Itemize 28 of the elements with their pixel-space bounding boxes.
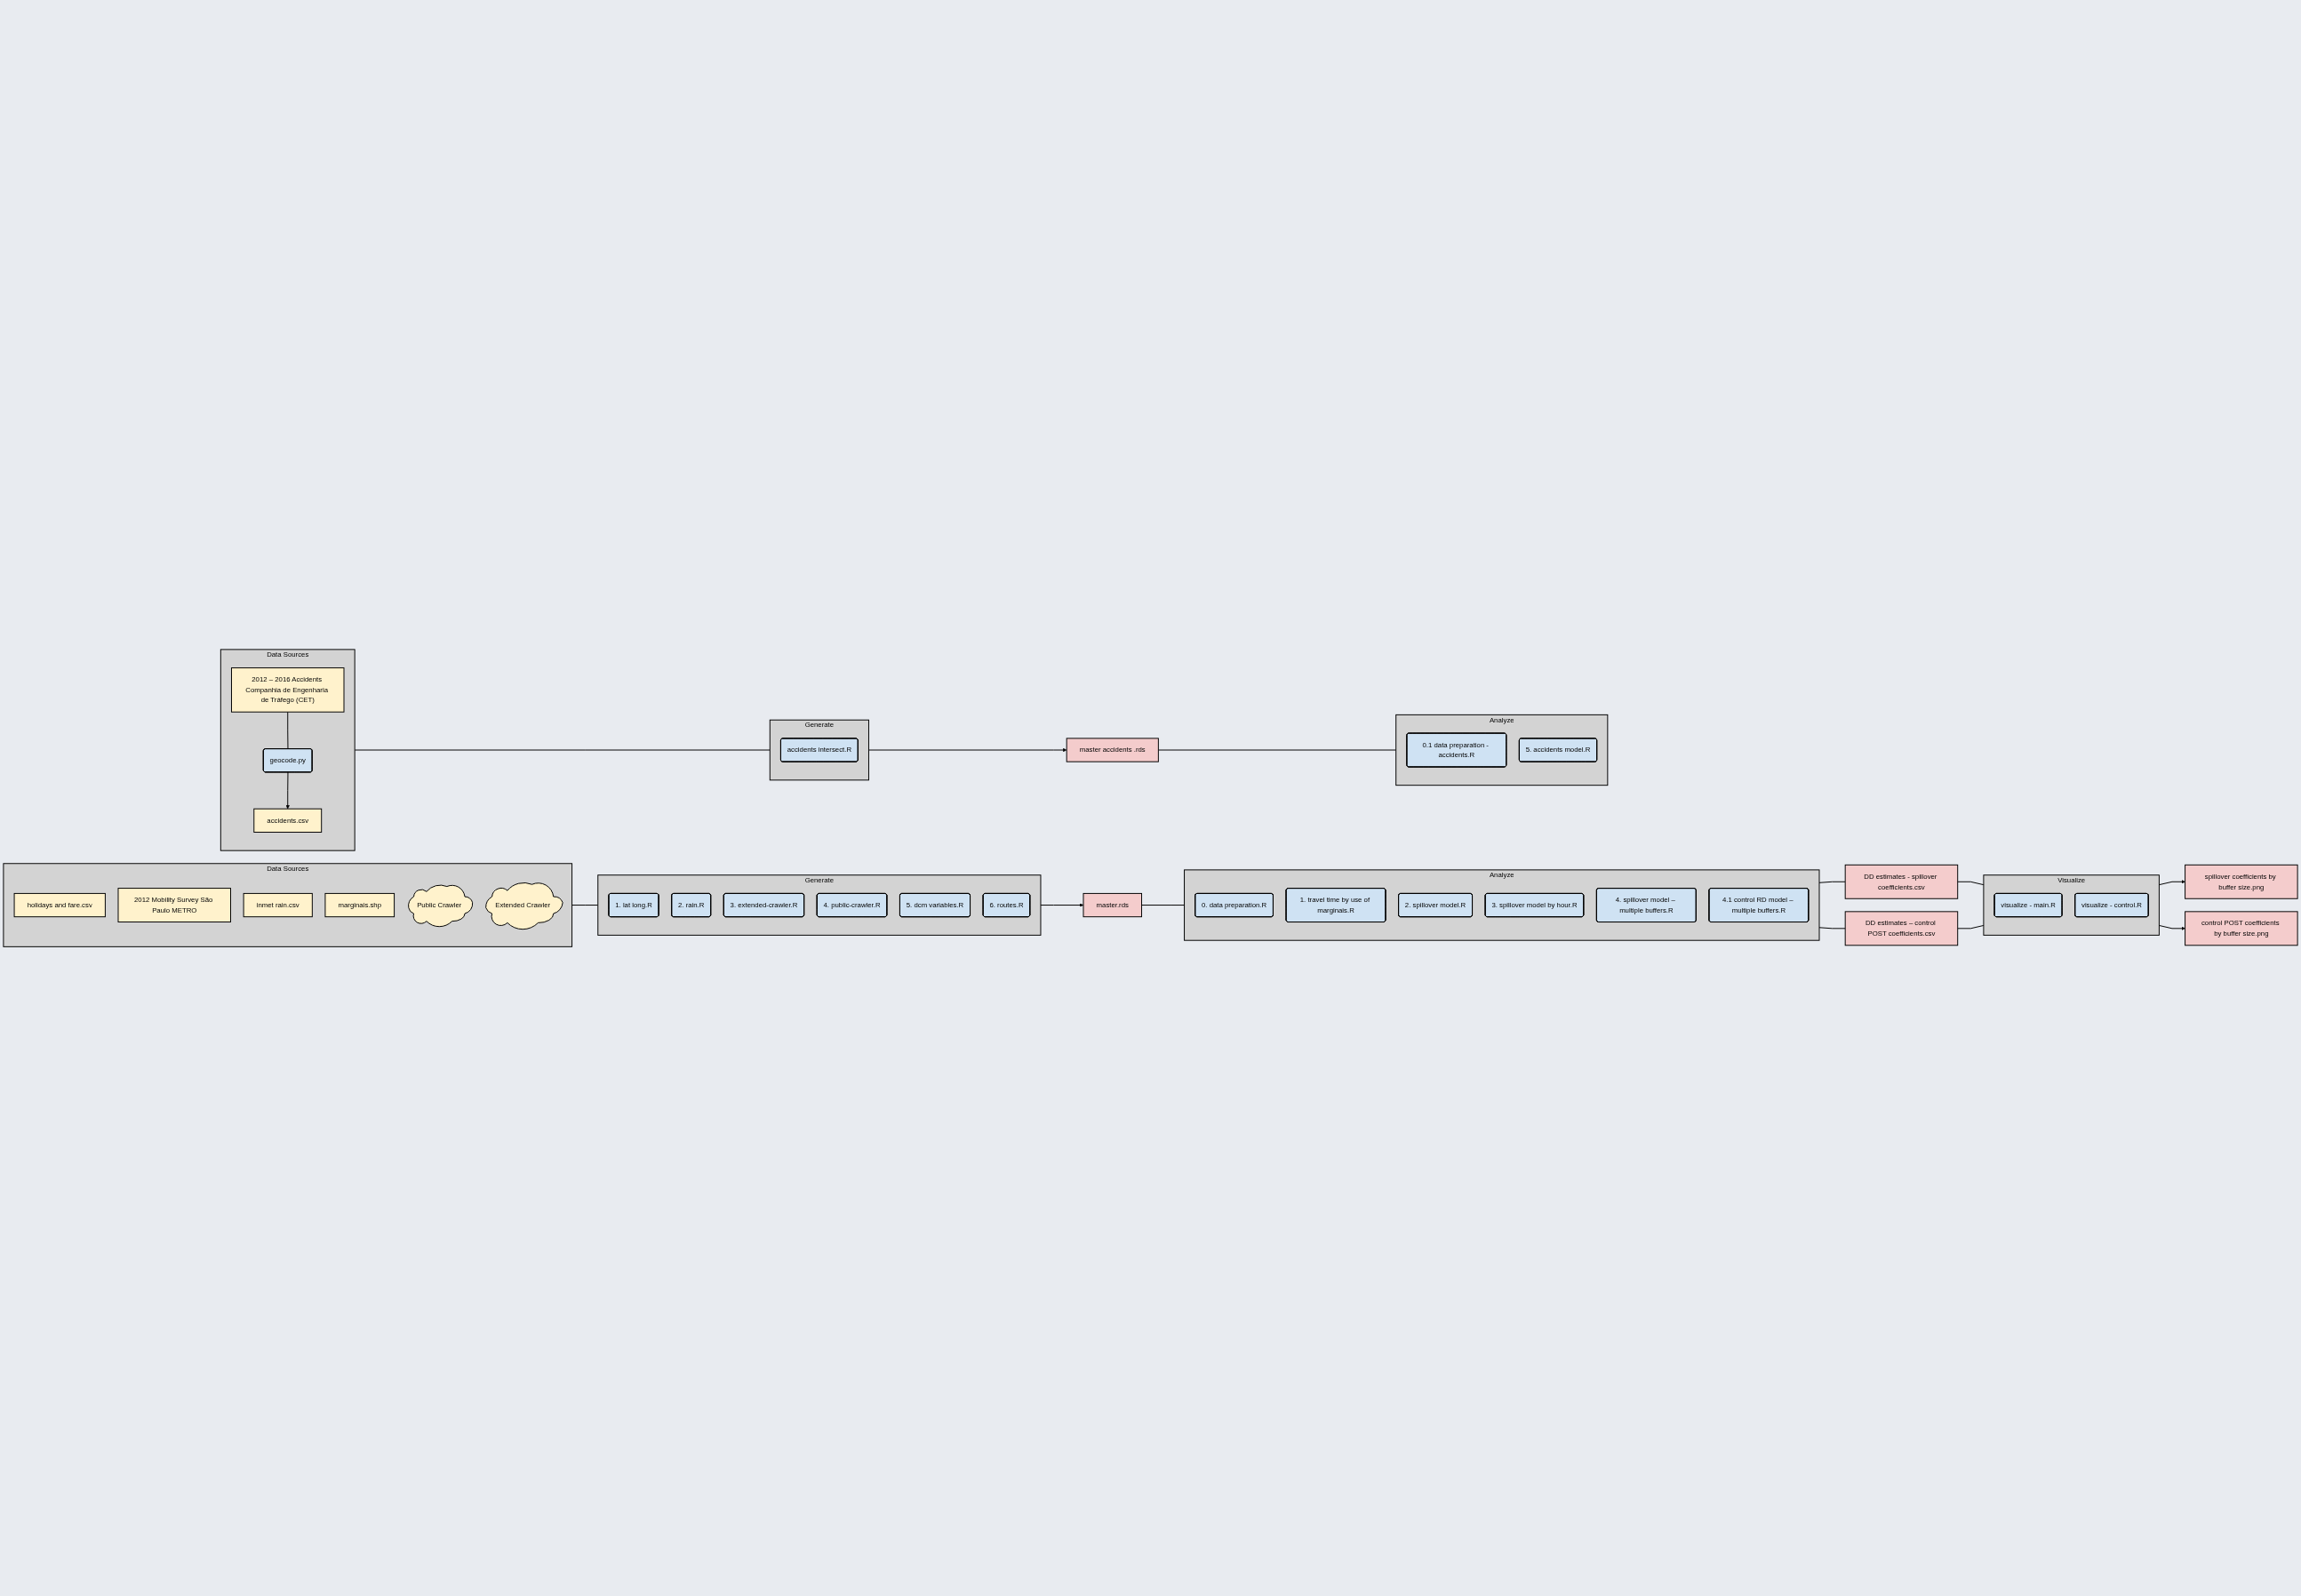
cluster <box>597 874 1042 936</box>
node-box <box>231 666 345 713</box>
cluster <box>1184 869 1820 941</box>
connector <box>287 711 289 750</box>
connector <box>1818 881 1846 883</box>
node-box <box>1083 892 1142 918</box>
node-box <box>117 887 231 922</box>
node-box <box>2185 911 2298 946</box>
connector <box>1141 904 1186 906</box>
cluster <box>1983 874 2160 936</box>
connector <box>1157 749 1397 751</box>
node-box <box>324 892 395 918</box>
connector <box>354 749 771 751</box>
connector <box>1957 924 1985 930</box>
cluster <box>3 863 573 947</box>
node-box <box>1844 911 1959 946</box>
connector <box>1957 881 1985 885</box>
node-box <box>243 892 313 918</box>
connector <box>571 904 599 906</box>
cluster <box>769 719 869 781</box>
node-box <box>2185 864 2298 899</box>
node-box <box>253 808 323 833</box>
connector <box>1818 927 1846 930</box>
node-box <box>13 892 106 918</box>
node-box <box>1844 864 1959 899</box>
cluster <box>1395 714 1609 786</box>
node-box <box>1066 738 1159 762</box>
cluster <box>220 649 356 851</box>
